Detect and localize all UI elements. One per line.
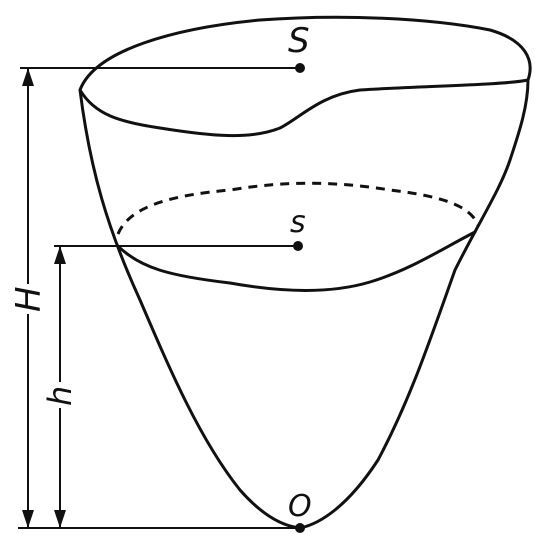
- top-rim-ellipse: [78, 15, 532, 138]
- label-s: s: [290, 205, 306, 240]
- label-H: H: [9, 286, 49, 312]
- arrowhead-h-top: [54, 246, 66, 264]
- point-O: [295, 523, 305, 533]
- point-s: [293, 241, 303, 251]
- arrowhead-h-bottom: [54, 510, 66, 528]
- label-S: S: [288, 21, 310, 61]
- arrowhead-H-bottom: [22, 510, 34, 528]
- arrowhead-H-top: [22, 68, 34, 86]
- vessel-body-outline: [78, 78, 530, 530]
- point-S: [295, 63, 305, 73]
- label-O: O: [288, 489, 312, 524]
- cross-section-back-edge: [116, 181, 480, 235]
- label-h: h: [41, 386, 79, 406]
- cross-section-front-edge: [116, 230, 477, 292]
